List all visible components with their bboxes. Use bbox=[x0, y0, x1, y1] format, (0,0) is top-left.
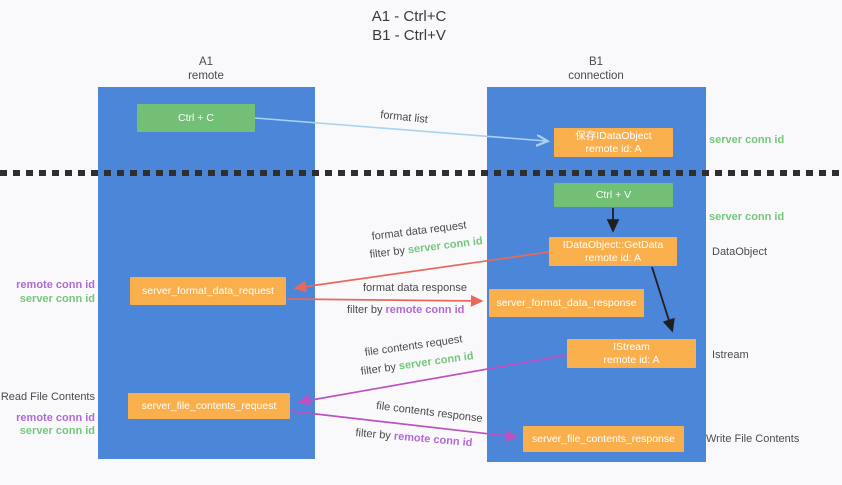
file-contents-response-label: file contents response bbox=[375, 400, 484, 425]
left-server-conn-id-label-2: server conn id bbox=[19, 425, 95, 437]
dataobject-label: DataObject bbox=[712, 246, 768, 258]
diagram-title: A1 - Ctrl+C B1 - Ctrl+V bbox=[329, 7, 489, 45]
istream-node: IStream remote id: A bbox=[567, 339, 696, 368]
filter-prefix: filter by bbox=[369, 244, 409, 261]
save-idataobject-line1: 保存IDataObject bbox=[575, 129, 652, 142]
title-line-a1: A1 - Ctrl+C bbox=[371, 8, 447, 25]
left-remote-conn-id-label-1: remote conn id bbox=[16, 279, 95, 291]
istream-side-label: Istream bbox=[712, 349, 749, 361]
title-line-b1: B1 - Ctrl+V bbox=[372, 27, 446, 44]
format-data-response-label: format data response bbox=[363, 282, 467, 294]
format-data-response-arrow bbox=[286, 294, 484, 307]
filter-prefix: filter by bbox=[354, 427, 395, 443]
server-format-data-response-node: server_format_data_response bbox=[489, 289, 644, 317]
server-file-contents-request-label: server_file_contents_request bbox=[141, 399, 277, 412]
server-conn-id-text: server conn id bbox=[407, 235, 484, 257]
server-file-contents-response-node: server_file_contents_response bbox=[523, 426, 684, 452]
ctrl-v-label: Ctrl + V bbox=[595, 188, 632, 201]
lifeline-a1-name: A1 bbox=[198, 56, 214, 68]
save-idataobject-line2: remote id: A bbox=[585, 142, 642, 155]
format-list-label: format list bbox=[379, 109, 429, 126]
istream-line2: remote id: A bbox=[603, 353, 660, 366]
server-format-data-request-label: server_format_data_request bbox=[142, 284, 274, 297]
right-server-conn-id-label-2: server conn id bbox=[709, 211, 785, 223]
istream-line1: IStream bbox=[613, 340, 650, 353]
idataobject-getdata-node: IDataObject::GetData remote id: A bbox=[549, 237, 677, 266]
lifeline-b1-name: B1 bbox=[588, 56, 604, 68]
right-server-conn-id-label-1: server conn id bbox=[709, 134, 785, 146]
left-remote-conn-id-label-2: remote conn id bbox=[16, 412, 95, 424]
server-format-data-request-node: server_format_data_request bbox=[130, 277, 286, 305]
filter-prefix: filter by bbox=[360, 360, 400, 378]
lifeline-a1-role: remote bbox=[188, 70, 224, 82]
left-server-conn-id-label-1: server conn id bbox=[19, 293, 95, 305]
ctrl-c-node: Ctrl + C bbox=[137, 104, 255, 132]
getdata-line1: IDataObject::GetData bbox=[562, 238, 664, 251]
ctrl-c-label: Ctrl + C bbox=[178, 111, 214, 124]
ctrl-v-node: Ctrl + V bbox=[554, 183, 673, 207]
lifeline-header-a1: A1 remote bbox=[146, 55, 266, 83]
filter-by-remote-conn-id-label-2: filter by remote conn id bbox=[355, 427, 473, 449]
server-format-data-response-label: server_format_data_response bbox=[496, 296, 637, 309]
getdata-line2: remote id: A bbox=[584, 251, 642, 264]
lifeline-b1-role: connection bbox=[568, 70, 624, 82]
server-file-contents-request-node: server_file_contents_request bbox=[128, 393, 290, 419]
server-conn-id-text: server conn id bbox=[398, 350, 475, 373]
filter-prefix: filter by bbox=[347, 304, 386, 316]
remote-conn-id-text: remote conn id bbox=[393, 430, 473, 450]
remote-conn-id-text: remote conn id bbox=[385, 304, 465, 316]
phase-separator-dotted-line bbox=[0, 170, 842, 176]
read-file-contents-label: Read File Contents bbox=[0, 391, 95, 403]
filter-by-remote-conn-id-label-1: filter by remote conn id bbox=[347, 304, 464, 316]
lifeline-header-b1: B1 connection bbox=[536, 55, 656, 83]
write-file-contents-label: Write File Contents bbox=[706, 433, 800, 445]
server-file-contents-response-label: server_file_contents_response bbox=[531, 432, 675, 445]
save-idataobject-node: 保存IDataObject remote id: A bbox=[554, 128, 673, 157]
